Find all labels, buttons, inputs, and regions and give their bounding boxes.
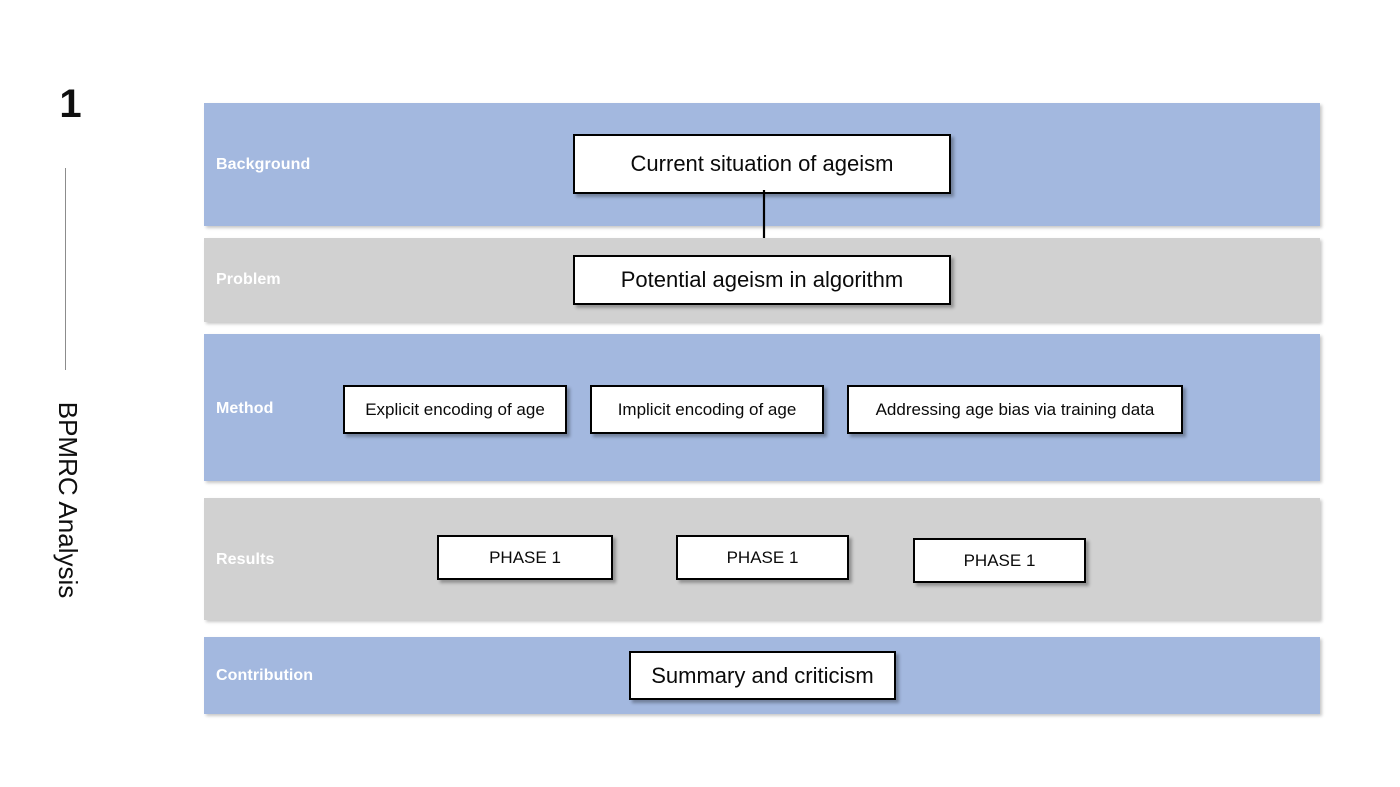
node-potential-ageism-in-algorithm[interactable]: Potential ageism in algorithm bbox=[573, 255, 951, 305]
band-label-background: Background bbox=[216, 156, 311, 173]
slide-number: 1 bbox=[59, 82, 81, 126]
band-contribution: Contribution bbox=[204, 637, 1320, 714]
node-label: Potential ageism in algorithm bbox=[620, 267, 904, 292]
band-label-problem: Problem bbox=[216, 271, 281, 288]
node-label: Implicit encoding of age bbox=[617, 399, 797, 419]
node-label: Addressing age bias via training data bbox=[875, 399, 1155, 419]
node-results-phase-1-c[interactable]: PHASE 1 bbox=[913, 538, 1086, 583]
band-label-method: Method bbox=[216, 400, 274, 417]
slide-vertical-title: BPMRC Analysis bbox=[53, 401, 83, 599]
node-label: PHASE 1 bbox=[963, 550, 1036, 570]
node-label: Explicit encoding of age bbox=[365, 399, 545, 419]
node-label: Current situation of ageism bbox=[630, 151, 894, 176]
node-results-phase-1-a[interactable]: PHASE 1 bbox=[437, 535, 613, 580]
slide-left-rail: 1 BPMRC Analysis bbox=[0, 0, 200, 787]
node-summary-and-criticism[interactable]: Summary and criticism bbox=[629, 651, 896, 700]
node-label: Summary and criticism bbox=[651, 662, 874, 688]
rail-divider-line bbox=[65, 168, 66, 370]
node-implicit-encoding-of-age[interactable]: Implicit encoding of age bbox=[590, 385, 824, 434]
node-label: PHASE 1 bbox=[489, 547, 561, 567]
node-current-situation-of-ageism[interactable]: Current situation of ageism bbox=[573, 134, 951, 194]
band-label-results: Results bbox=[216, 551, 275, 568]
node-explicit-encoding-of-age[interactable]: Explicit encoding of age bbox=[343, 385, 567, 434]
node-label: PHASE 1 bbox=[726, 547, 799, 567]
band-label-contribution: Contribution bbox=[216, 667, 314, 684]
node-results-phase-1-b[interactable]: PHASE 1 bbox=[676, 535, 849, 580]
node-addressing-age-bias-via-training-data[interactable]: Addressing age bias via training data bbox=[847, 385, 1183, 434]
